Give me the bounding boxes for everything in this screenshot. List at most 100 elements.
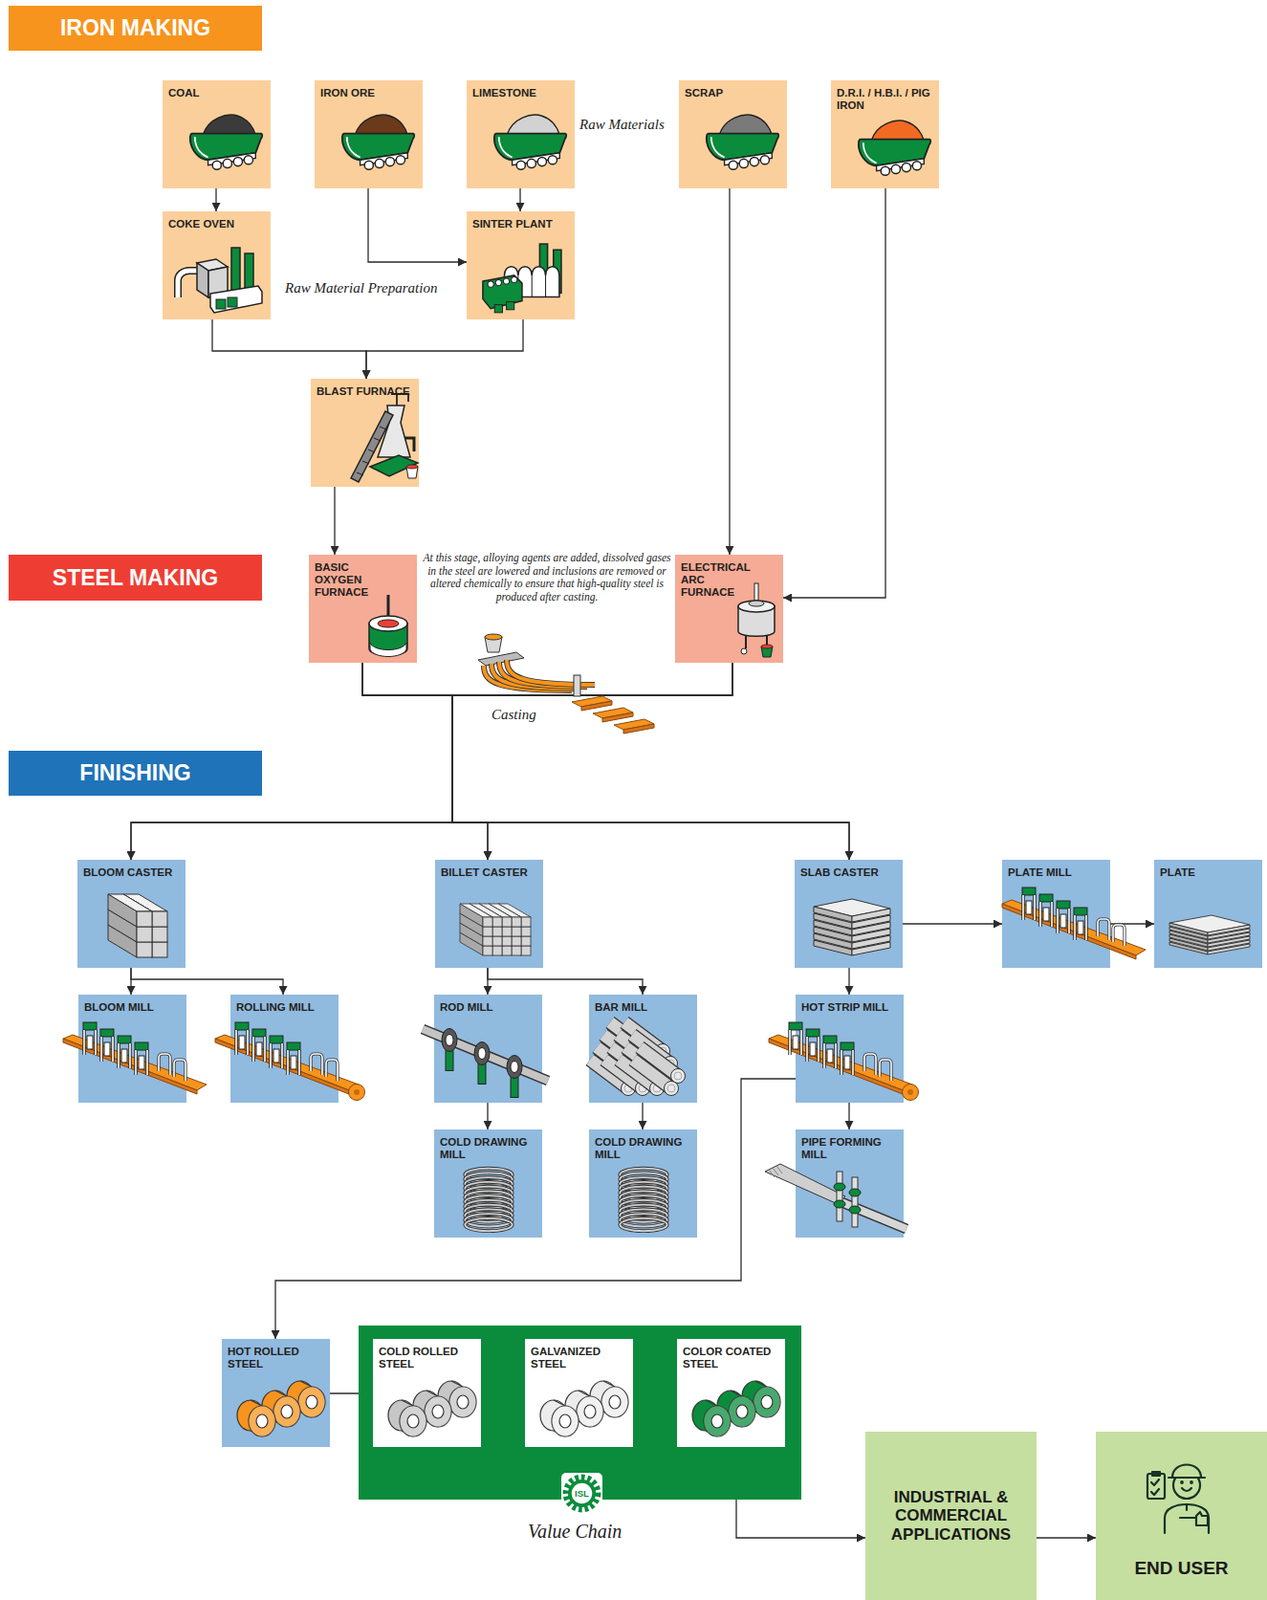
node-label: BAR MILL: [594, 1001, 692, 1014]
flow-arrow: [131, 967, 284, 995]
illustration: [63, 1032, 207, 1110]
process-box: BLOOM MILL: [78, 994, 187, 1103]
illustration-part: [1002, 887, 1146, 960]
process-box: PIPE FORMING MILL: [795, 1129, 904, 1238]
node-label: COLD DRAWING MILL: [594, 1135, 692, 1161]
illustration: [1167, 895, 1252, 958]
illustration-part: [1147, 1464, 1209, 1534]
flow-arrow: [368, 188, 467, 263]
node-label: LIMESTONE: [472, 87, 569, 100]
node-label: INDUSTRIAL & COMMERCIAL APPLICATIONS: [874, 1487, 1027, 1545]
flow-arrow: [641, 1102, 643, 1130]
illustration: [170, 241, 270, 319]
illustration-part: [1169, 915, 1250, 955]
illustration: [181, 105, 270, 176]
node-label: ROD MILL: [439, 1001, 537, 1014]
value-chain-panel: ISLCOLD ROLLED STEELGALVANIZED STEELCOLO…: [358, 1325, 802, 1500]
illustration-part: [813, 898, 891, 956]
flow-arrow: [215, 188, 217, 212]
casting-line-part: [483, 665, 572, 691]
process-note: At this stage, alloying agents are added…: [419, 551, 675, 604]
flow-arrow: [275, 1078, 796, 1339]
node-label: SCRAP: [684, 87, 782, 100]
casting-line-part: [613, 719, 655, 730]
node-label: COLD DRAWING MILL: [439, 1135, 537, 1161]
illustration-part: [369, 594, 408, 657]
node-label: BLOOM MILL: [84, 1001, 181, 1014]
node-label: ELECTRICAL ARC FURNACE: [680, 561, 758, 600]
process-box: PLATE: [1154, 859, 1263, 968]
illustration-part: [858, 120, 931, 175]
casting-line-part: [491, 663, 580, 689]
process-box: COLOR COATED STEEL: [677, 1338, 786, 1447]
illustration-part: [177, 247, 263, 313]
node-label: HOT STRIP MILL: [801, 1001, 898, 1014]
process-box: BASIC OXYGEN FURNACE: [308, 554, 417, 663]
illustration-part: [459, 903, 531, 956]
illustration: [455, 1161, 523, 1235]
flow-arrow: [519, 188, 521, 212]
casting-line-part: [484, 636, 503, 653]
section-title: FINISHING: [79, 760, 191, 787]
node-label: END USER: [1095, 1557, 1267, 1579]
node-label: COKE OVEN: [168, 218, 265, 231]
process-box: COLD DRAWING MILL: [434, 1129, 543, 1238]
process-box: BILLET CASTER: [435, 859, 544, 968]
illustration: [610, 1161, 678, 1235]
casting-line-part: [506, 659, 595, 685]
flow-arrow: [362, 662, 488, 860]
node-label: SINTER PLANT: [472, 218, 569, 231]
illustration-part: [768, 1022, 919, 1101]
illustration: [764, 1157, 909, 1237]
process-box: BLOOM CASTER: [77, 859, 186, 968]
flow-arrow: [848, 1102, 850, 1130]
process-box: ROLLING MILL: [230, 994, 339, 1103]
illustration: [378, 1373, 479, 1441]
illustration-part: [540, 1380, 629, 1437]
illustration-part: [706, 114, 779, 170]
node-label: BLAST FURNACE: [316, 385, 414, 398]
flow-arrow: [362, 662, 850, 860]
process-box: SINTER PLANT: [466, 211, 575, 320]
casting-line-part: [592, 707, 634, 719]
illustration: [215, 1032, 359, 1110]
casting-line-part: [478, 652, 525, 666]
end-user-box: END USER: [1095, 1431, 1267, 1600]
illustration: [420, 1021, 550, 1098]
casting-line-part: [499, 661, 588, 687]
casting-line-part: [623, 723, 655, 734]
application-box: INDUSTRIAL & COMMERCIAL APPLICATIONS: [865, 1431, 1037, 1600]
illustration-part: [764, 1163, 907, 1229]
casting-line-part: [484, 633, 503, 640]
illustration-part: [108, 894, 168, 958]
illustration: [450, 888, 535, 960]
illustration: [227, 1373, 328, 1441]
flow-arrow: [487, 967, 643, 995]
illustration-part: [494, 114, 567, 170]
flow-arrow: [848, 967, 850, 995]
flow-arrow: [736, 1499, 866, 1538]
flow-arrow: [366, 319, 524, 379]
process-box: COKE OVEN: [162, 211, 271, 320]
flow-arrow: [212, 319, 367, 379]
illustration: [333, 105, 422, 176]
node-label: BLOOM CASTER: [83, 866, 180, 879]
node-label: PLATE: [1159, 866, 1257, 879]
illustration: [1141, 1448, 1223, 1541]
process-box: COAL: [162, 80, 271, 189]
illustration-part: [738, 583, 775, 657]
process-box: BAR MILL: [589, 994, 698, 1103]
flow-arrow: [1036, 1536, 1096, 1538]
illustration-part: [692, 1380, 781, 1437]
illustration: [768, 1032, 913, 1110]
section-band: FINISHING: [8, 750, 263, 796]
casting-line-part: [602, 712, 634, 722]
flow-arrow: [902, 922, 1003, 924]
node-label: BASIC OXYGEN FURNACE: [314, 561, 392, 600]
illustration-part: [422, 1028, 548, 1098]
illustration: [682, 1373, 783, 1441]
illustration: [341, 388, 418, 484]
flow-arrow: [783, 188, 886, 598]
node-label: ROLLING MILL: [236, 1001, 333, 1014]
